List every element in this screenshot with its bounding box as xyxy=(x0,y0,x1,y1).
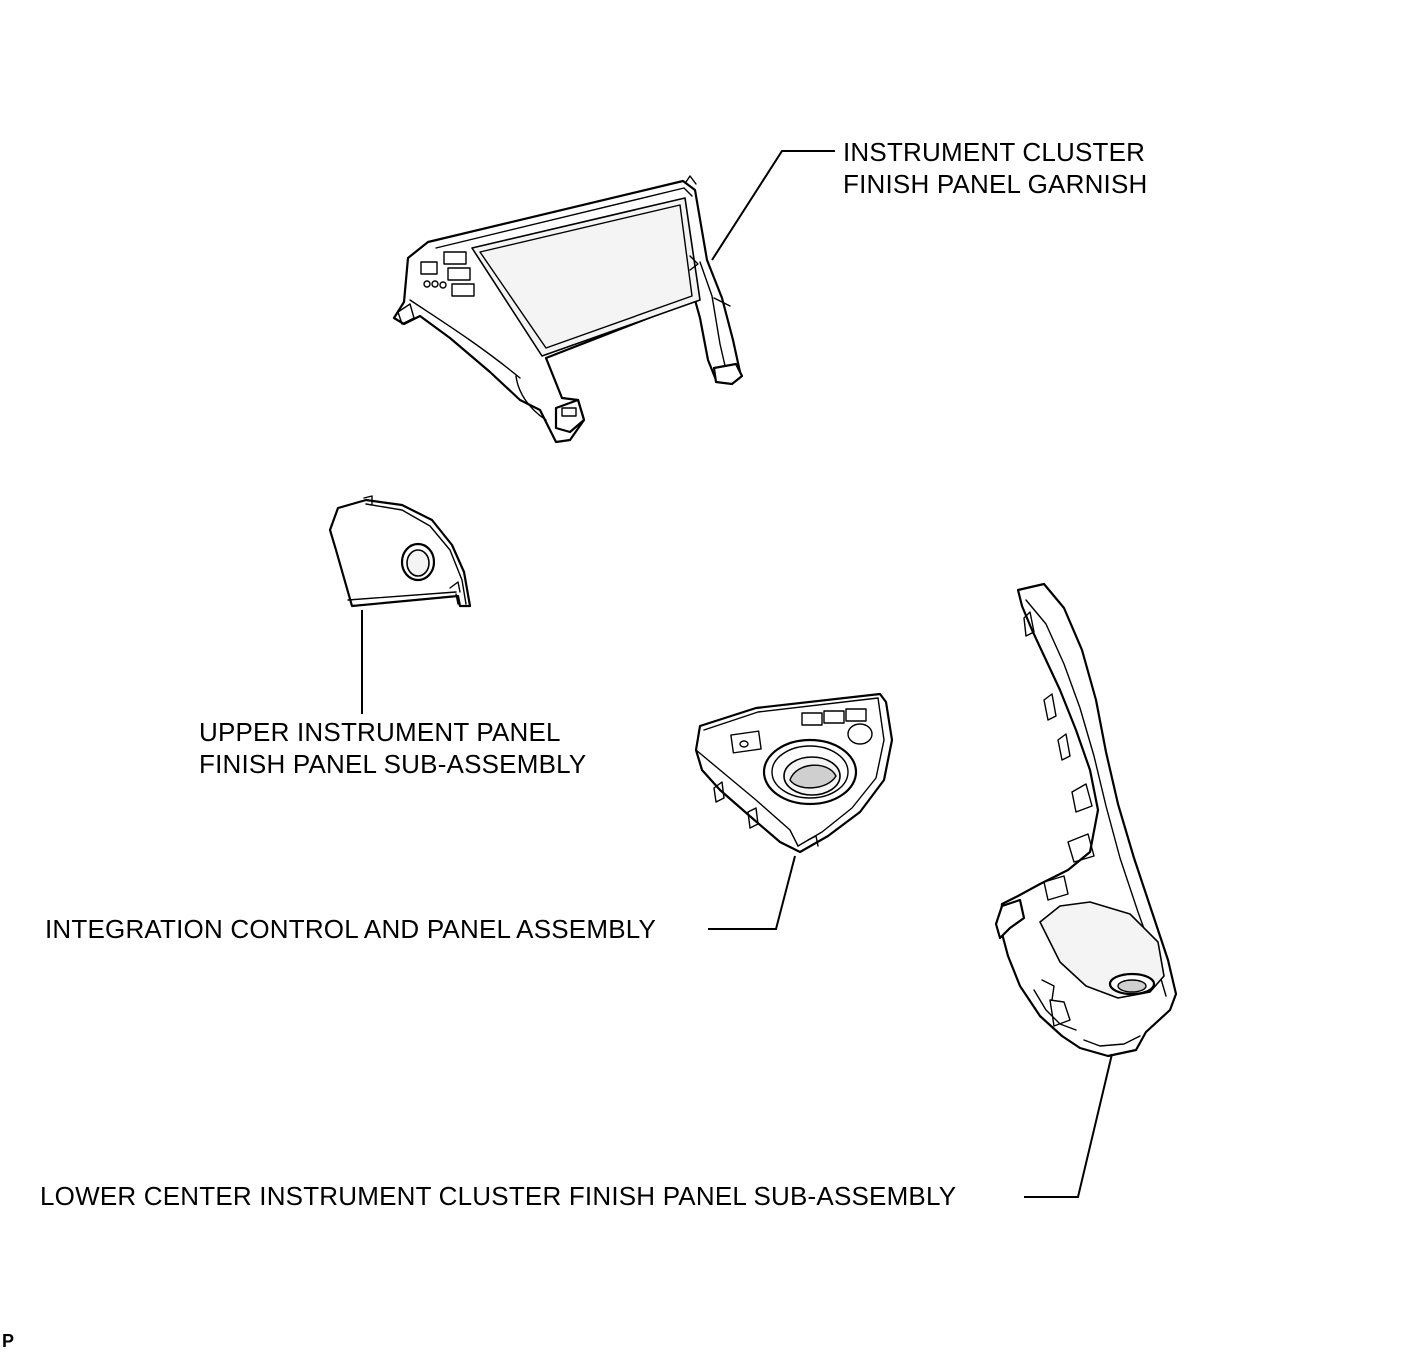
lower-center-part xyxy=(994,582,1178,1058)
corner-mark: P xyxy=(2,1331,15,1351)
instrument-cluster-garnish-part xyxy=(392,175,744,444)
integration-control-part xyxy=(694,692,894,854)
label-garnish-line-1: INSTRUMENT CLUSTER xyxy=(843,137,1146,167)
label-instrument-cluster-garnish: INSTRUMENT CLUSTER FINISH PANEL GARNISH xyxy=(843,136,1148,200)
upper-panel-part xyxy=(328,495,472,608)
leader-lower xyxy=(1024,1053,1113,1198)
label-garnish-line-2: FINISH PANEL GARNISH xyxy=(843,169,1148,199)
leader-integration xyxy=(708,855,796,930)
leader-lines xyxy=(361,150,1113,1198)
leader-garnish xyxy=(711,150,835,261)
label-lower-center: LOWER CENTER INSTRUMENT CLUSTER FINISH P… xyxy=(40,1181,957,1211)
label-upper-line-2: FINISH PANEL SUB-ASSEMBLY xyxy=(199,749,587,779)
label-integration-control: INTEGRATION CONTROL AND PANEL ASSEMBLY xyxy=(45,914,657,944)
label-upper-panel: UPPER INSTRUMENT PANEL FINISH PANEL SUB-… xyxy=(199,716,586,780)
label-upper-line-1: UPPER INSTRUMENT PANEL xyxy=(199,717,561,747)
